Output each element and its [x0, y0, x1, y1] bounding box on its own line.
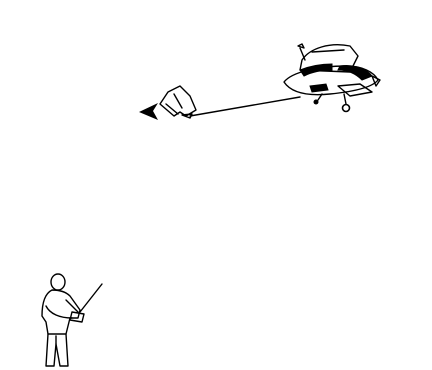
pusher-airplane-icon: [159, 43, 381, 119]
direction-arrowhead-icon: [139, 103, 158, 120]
person-with-transmitter-icon: [41, 273, 103, 367]
lower-loop-path: [12, 72, 427, 322]
